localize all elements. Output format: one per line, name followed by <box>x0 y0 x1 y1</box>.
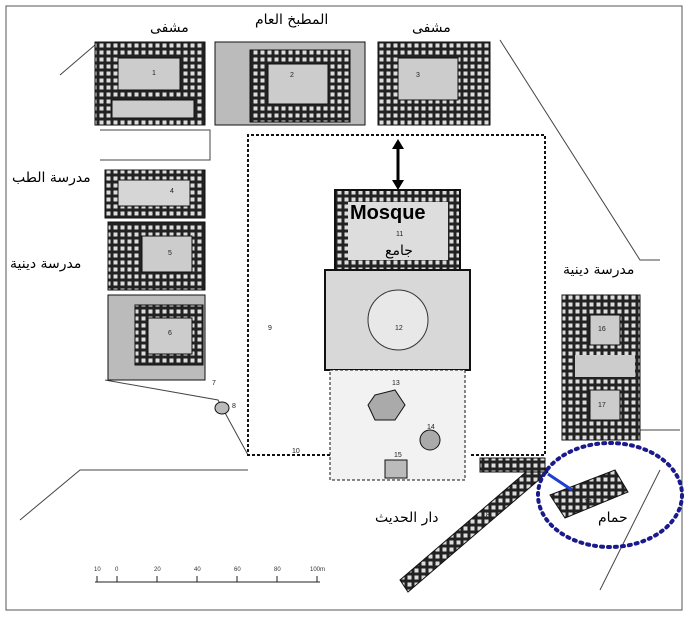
building-number: 8 <box>232 403 236 410</box>
building-number: 13 <box>392 380 400 387</box>
tomb-14 <box>419 429 441 451</box>
tomb-13 <box>367 389 406 421</box>
hammam-building <box>549 469 629 519</box>
building-number: 3 <box>416 72 420 79</box>
site-boundary-lines <box>19 39 680 591</box>
madrasa-left-5 <box>107 221 206 291</box>
hospital-right-building <box>377 41 491 126</box>
scale-bar <box>95 576 320 583</box>
label-medical-school: مدرسة الطب <box>12 170 91 186</box>
scale-tick-label: 80 <box>274 567 281 573</box>
hospital-left-building <box>94 41 206 126</box>
building-number: 2 <box>290 72 294 79</box>
label-dar-al-hadith: دار الحديث <box>375 510 439 526</box>
building-number: 18 <box>482 512 490 519</box>
building-number: 15 <box>394 452 402 459</box>
label-kitchen: المطبخ العام <box>255 12 329 28</box>
label-hospital-right: مشفى <box>412 20 451 36</box>
dar-al-hadith-building <box>399 459 549 593</box>
building-number: 6 <box>168 330 172 337</box>
building-number: 17 <box>598 402 606 409</box>
scale-tick-label: 0 <box>115 567 119 573</box>
frame <box>5 5 683 611</box>
scale-tick-label: 10 <box>94 567 101 573</box>
building-number: 4 <box>170 188 174 195</box>
madrasa-right <box>561 294 641 441</box>
mosque-enclosure-wall <box>247 134 546 456</box>
scale-tick-label: 20 <box>154 567 161 573</box>
building-number: 14 <box>427 424 435 431</box>
building-number: 16 <box>598 326 606 333</box>
well-8 <box>214 401 230 415</box>
mosque-building <box>334 189 461 271</box>
building-number: 5 <box>168 250 172 257</box>
building-number: 9 <box>268 325 272 332</box>
scale-tick-label: 40 <box>194 567 201 573</box>
building-number: 19 <box>584 499 592 506</box>
mosque-garden <box>329 369 466 481</box>
scale-tick-label: 100m <box>310 567 326 573</box>
medical-school-building <box>104 169 206 219</box>
prayer-hall-12 <box>324 269 471 371</box>
building-number: 1 <box>152 70 156 77</box>
building-number: 10 <box>292 448 300 455</box>
madrasa-left-6 <box>107 294 206 381</box>
label-mosque-ar: جامع <box>385 243 413 259</box>
label-madrasa-left: مدرسة دينية <box>10 256 82 272</box>
hammam-arrow <box>547 472 573 492</box>
gate-15 <box>384 459 408 479</box>
label-mosque-en: Mosque <box>350 202 426 224</box>
scale-tick-label: 60 <box>234 567 241 573</box>
label-madrasa-right: مدرسة دينية <box>563 262 635 278</box>
building-number: 12 <box>395 325 403 332</box>
kitchen-building <box>214 41 366 126</box>
label-hammam: حمام <box>598 510 628 526</box>
building-number: 7 <box>212 380 216 387</box>
building-number: 11 <box>396 231 404 238</box>
label-hospital-left: مشفى <box>150 20 189 36</box>
hammam-highlight-circle <box>536 441 684 549</box>
